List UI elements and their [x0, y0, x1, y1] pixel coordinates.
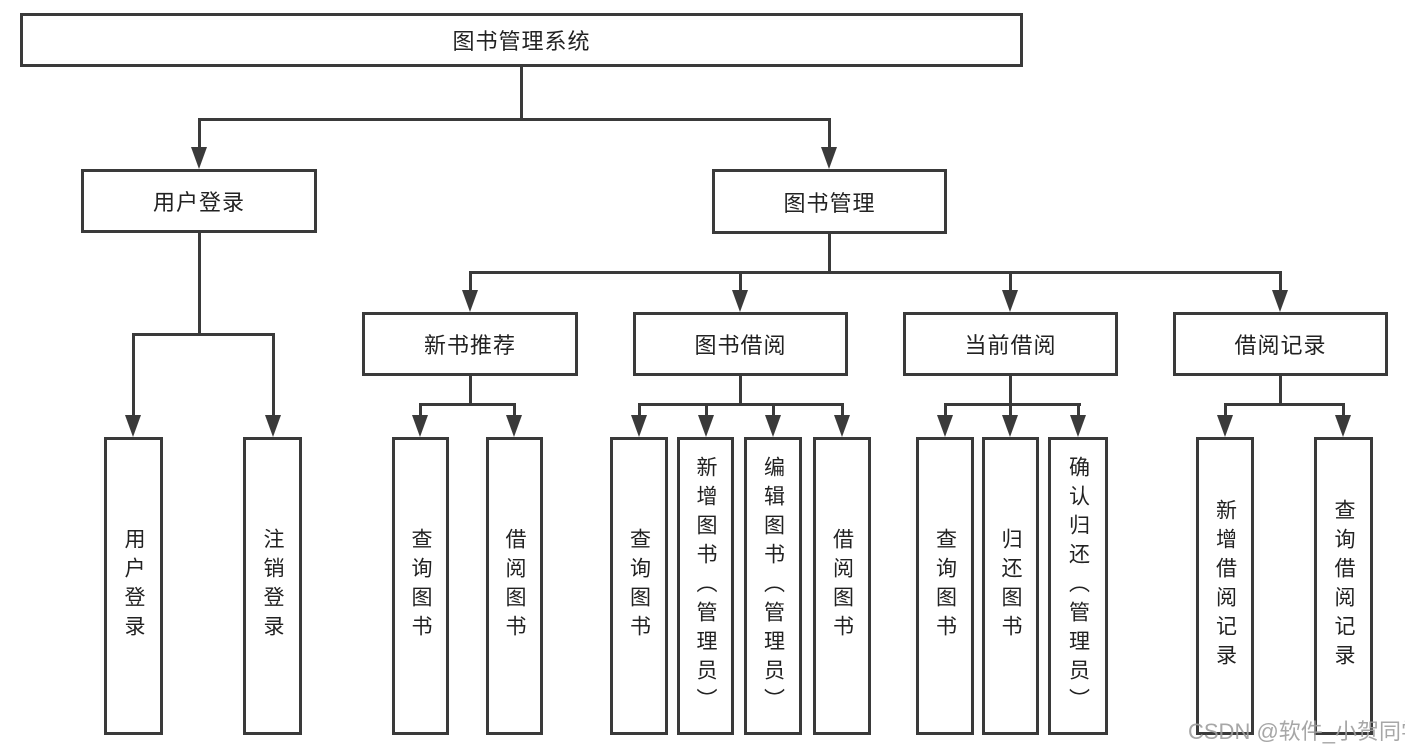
- arrow-to-leaf: [412, 415, 428, 437]
- connector-leaf-stem: [1077, 403, 1080, 419]
- connector-root-stem: [520, 66, 523, 120]
- connector-leaf-stem: [841, 403, 844, 419]
- leaf-cb-return-books-label: 归还图书: [999, 528, 1022, 644]
- connector-user-login-stem: [198, 118, 201, 152]
- arrow-to-current-borrow: [1002, 290, 1018, 312]
- leaf-cb-query-books: 查询图书: [916, 437, 974, 735]
- leaf-br-add-record-label: 新增借阅记录: [1213, 499, 1237, 673]
- leaf-logout: 注销登录: [243, 437, 302, 735]
- connector-leaf-stem: [638, 403, 641, 419]
- leaf-cb-query-books-label: 查询图书: [933, 528, 957, 644]
- leaf-rec-borrow-books: 借阅图书: [486, 437, 543, 735]
- leaf-cb-confirm-return-admin: 确认归还（管理员）: [1048, 437, 1108, 735]
- arrow-to-leaf: [1070, 415, 1086, 437]
- connector-leaf-login-stem: [132, 333, 135, 420]
- leaf-bb-add-books-admin-label: 新增图书（管理员）: [694, 455, 717, 717]
- leaf-br-query-record-label: 查询借阅记录: [1332, 499, 1355, 673]
- leaf-br-add-record: 新增借阅记录: [1196, 437, 1254, 735]
- connector-leaf-stem: [1342, 403, 1345, 419]
- leaf-bb-borrow-books: 借阅图书: [813, 437, 871, 735]
- leaf-bb-add-books-admin: 新增图书（管理员）: [677, 437, 734, 735]
- arrow-to-leaf: [834, 415, 850, 437]
- connector-book-mgmt-down: [828, 234, 831, 274]
- arrow-to-user-login: [191, 147, 207, 169]
- connector-borrow-records-down: [1279, 376, 1282, 406]
- watermark-text: CSDN @软件_小贺同学: [1188, 719, 1405, 744]
- leaf-rec-query-books-label: 查询图书: [409, 528, 432, 644]
- connector-book-borrow-hline: [638, 403, 844, 406]
- connector-user-login-down: [198, 233, 201, 336]
- leaf-user-login-label: 用户登录: [122, 528, 145, 644]
- arrow-to-leaf-login: [125, 415, 141, 437]
- arrow-to-book-borrow: [732, 290, 748, 312]
- leaf-bb-query-books-label: 查询图书: [627, 528, 651, 644]
- connector-leaf-stem: [419, 403, 422, 419]
- connector-leaf-stem: [772, 403, 775, 419]
- connector-current-borrow-down: [1009, 376, 1012, 406]
- connector-leaf-stem: [513, 403, 516, 419]
- leaf-cb-return-books: 归还图书: [982, 437, 1039, 735]
- connector-borrow-records-hline: [1224, 403, 1345, 406]
- connector-borrow-records-stem: [1279, 271, 1282, 295]
- node-book-borrow-label: 图书借阅: [694, 333, 787, 358]
- node-root-system-label: 图书管理系统: [452, 29, 591, 54]
- arrow-to-leaf: [765, 415, 781, 437]
- arrow-to-leaf: [937, 415, 953, 437]
- connector-current-borrow-stem: [1009, 271, 1012, 295]
- connector-new-book-hline: [419, 403, 516, 406]
- leaf-br-query-record: 查询借阅记录: [1314, 437, 1373, 735]
- leaf-bb-edit-books-admin-label: 编辑图书（管理员）: [761, 455, 785, 717]
- node-user-login-label: 用户登录: [152, 190, 245, 215]
- leaf-bb-edit-books-admin: 编辑图书（管理员）: [744, 437, 802, 735]
- connector-level2-hline: [469, 271, 1282, 274]
- connector-leaf-stem: [705, 403, 708, 419]
- leaf-cb-confirm-return-admin-label: 确认归还（管理员）: [1066, 455, 1090, 717]
- connector-book-borrow-down: [739, 376, 742, 406]
- leaf-logout-label: 注销登录: [261, 528, 284, 644]
- node-current-borrow-label: 当前借阅: [964, 333, 1057, 358]
- node-book-borrow: 图书借阅: [633, 312, 848, 376]
- arrow-to-borrow-records: [1272, 290, 1288, 312]
- node-book-mgmt-label: 图书管理: [783, 190, 876, 216]
- connector-leaf-stem: [1224, 403, 1227, 419]
- leaf-rec-query-books: 查询图书: [392, 437, 449, 735]
- connector-new-book-down: [469, 376, 472, 406]
- node-root-system: 图书管理系统: [20, 13, 1023, 67]
- connector-user-login-hline: [132, 333, 274, 336]
- arrow-to-leaf: [1335, 415, 1351, 437]
- node-new-book-rec: 新书推荐: [362, 312, 578, 376]
- leaf-bb-query-books: 查询图书: [610, 437, 668, 735]
- arrow-to-leaf: [1002, 415, 1018, 437]
- arrow-to-leaf: [631, 415, 647, 437]
- arrow-to-new-book-rec: [462, 290, 478, 312]
- leaf-user-login: 用户登录: [104, 437, 163, 735]
- node-borrow-records-label: 借阅记录: [1234, 333, 1327, 358]
- connector-leaf-stem: [944, 403, 947, 419]
- arrow-to-leaf: [506, 415, 522, 437]
- arrow-to-leaf-logout: [265, 415, 281, 437]
- connector-book-borrow-stem: [739, 271, 742, 295]
- node-current-borrow: 当前借阅: [903, 312, 1118, 376]
- leaf-rec-borrow-books-label: 借阅图书: [503, 528, 526, 644]
- connector-new-book-stem: [469, 271, 472, 295]
- node-new-book-rec-label: 新书推荐: [423, 333, 516, 358]
- arrow-to-book-mgmt: [821, 147, 837, 169]
- connector-leaf-logout-stem: [272, 333, 275, 420]
- connector-level1-hline: [198, 118, 831, 121]
- connector-current-borrow-hline: [944, 403, 1081, 406]
- node-user-login: 用户登录: [81, 169, 317, 233]
- connector-book-mgmt-stem: [828, 118, 831, 152]
- node-book-mgmt: 图书管理: [712, 169, 947, 234]
- arrow-to-leaf: [698, 415, 714, 437]
- node-borrow-records: 借阅记录: [1173, 312, 1388, 376]
- arrow-to-leaf: [1217, 415, 1233, 437]
- leaf-bb-borrow-books-label: 借阅图书: [830, 528, 854, 644]
- connector-leaf-stem: [1009, 403, 1012, 419]
